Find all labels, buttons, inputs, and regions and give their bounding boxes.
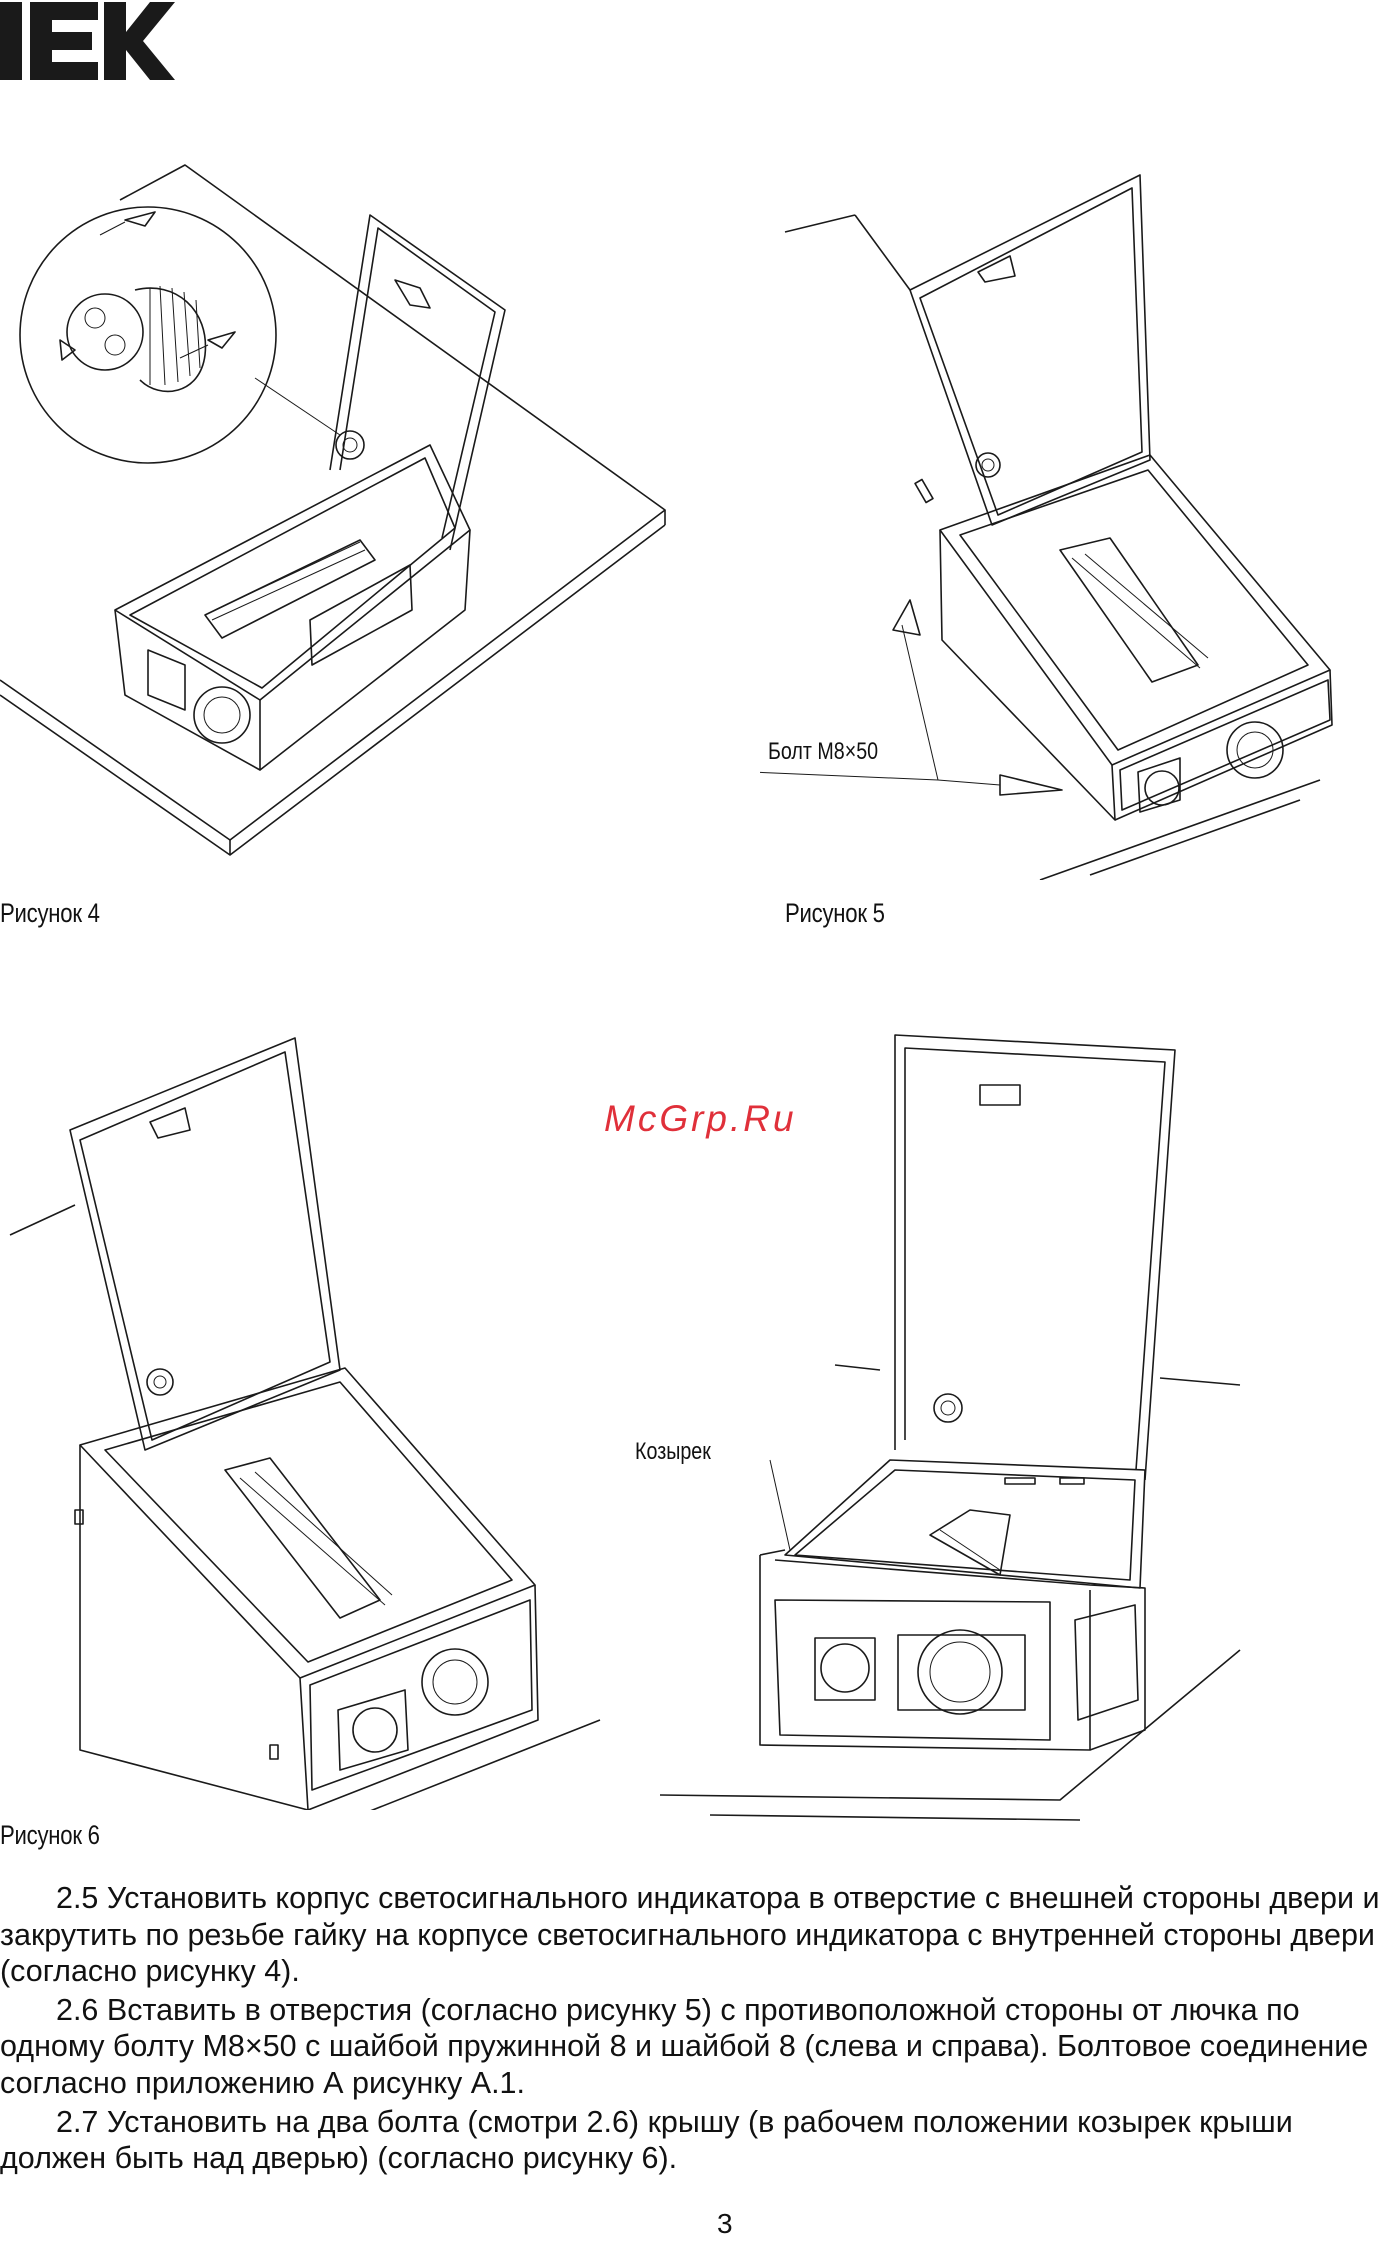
- iek-logo: [0, 2, 175, 80]
- figure-5-drawing: [760, 160, 1397, 880]
- instruction-text: 2.5 Установить корпус светосигнального и…: [0, 1880, 1397, 2179]
- bolt-callout: Болт М8×50: [768, 738, 879, 765]
- figure-4-caption: Рисунок 4: [0, 898, 100, 928]
- watermark: McGrp.Ru: [604, 1098, 797, 1139]
- figure-6-left-drawing: [0, 1030, 620, 1810]
- paragraph-2-5: 2.5 Установить корпус светосигнального и…: [0, 1881, 1380, 1989]
- figure-6-right-drawing: [640, 1030, 1397, 1830]
- paragraph-2-7: 2.7 Установить на два болта (смотри 2.6)…: [0, 2104, 1293, 2176]
- figure-4-drawing: [0, 140, 680, 860]
- visor-callout: Козырек: [635, 1438, 711, 1465]
- paragraph-2-6: 2.6 Вставить в отверстия (согласно рисун…: [0, 1992, 1369, 2100]
- figure-5-caption: Рисунок 5: [785, 898, 885, 928]
- figure-6-caption: Рисунок 6: [0, 1820, 100, 1850]
- page-number: 3: [717, 2208, 733, 2239]
